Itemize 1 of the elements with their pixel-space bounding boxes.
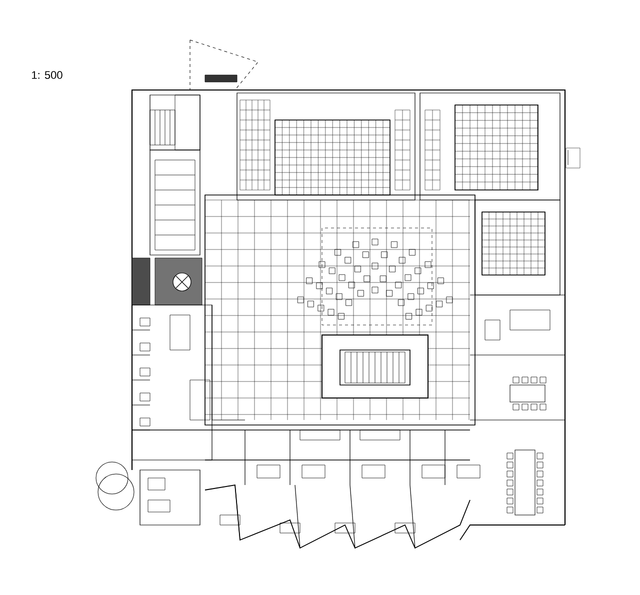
scale-label: 1: 500: [32, 71, 62, 79]
